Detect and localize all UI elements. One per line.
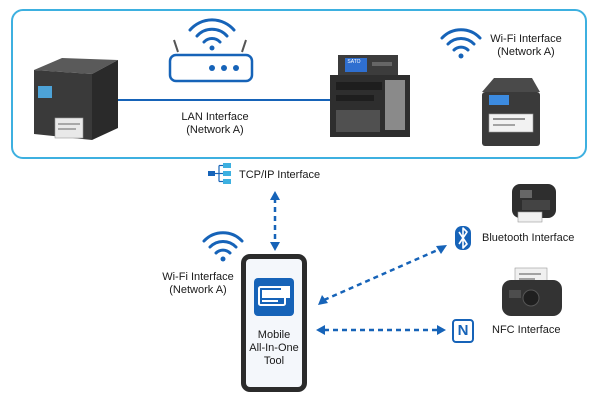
printer-app-icon[interactable] [254,278,294,316]
app-name: Mobile All-In-One Tool [246,329,302,368]
desktop-printer [482,78,540,146]
mobile-printer-nfc [502,267,562,316]
printer-brand-text: SATO [347,59,361,65]
router [168,39,254,83]
nfc-label: NFC Interface [492,324,561,336]
mobile-printer-bluetooth [512,184,556,223]
bluetooth-icon [455,226,471,250]
wifi-left-label-line1: Wi-Fi Interface [162,271,234,283]
app-name-line1: Mobile [257,329,291,341]
lan-label-line2: (Network A) [186,124,244,136]
lan-label: LAN Interface (Network A) [174,111,256,137]
wifi-left-label: Wi-Fi Interface (Network A) [152,271,244,297]
wifi-top-label-line1: Wi-Fi Interface [490,33,562,45]
router-wifi-icon [188,18,236,51]
app-name-line3: Tool [263,355,285,367]
wifi-top-label-line2: (Network A) [497,46,555,58]
wifi-top-label: Wi-Fi Interface (Network A) [480,33,572,59]
wifi-icon-left [202,231,244,262]
lan-label-line1: LAN Interface [181,111,249,123]
print-engine [330,55,410,137]
bluetooth-arrow [318,245,447,305]
tcpip-label: TCP/IP Interface [239,169,321,181]
wifi-icon-top [440,28,482,59]
wifi-left-label-line2: (Network A) [169,284,227,296]
nfc-arrow [316,325,446,335]
tcpip-arrow [270,191,280,251]
industrial-printer-left [34,58,118,140]
app-name-line2: All-In-One [249,342,299,354]
tcpip-icon [208,163,231,184]
nfc-mark: N [457,322,469,339]
bluetooth-label: Bluetooth Interface [482,232,575,244]
nfc-icon [452,319,474,343]
